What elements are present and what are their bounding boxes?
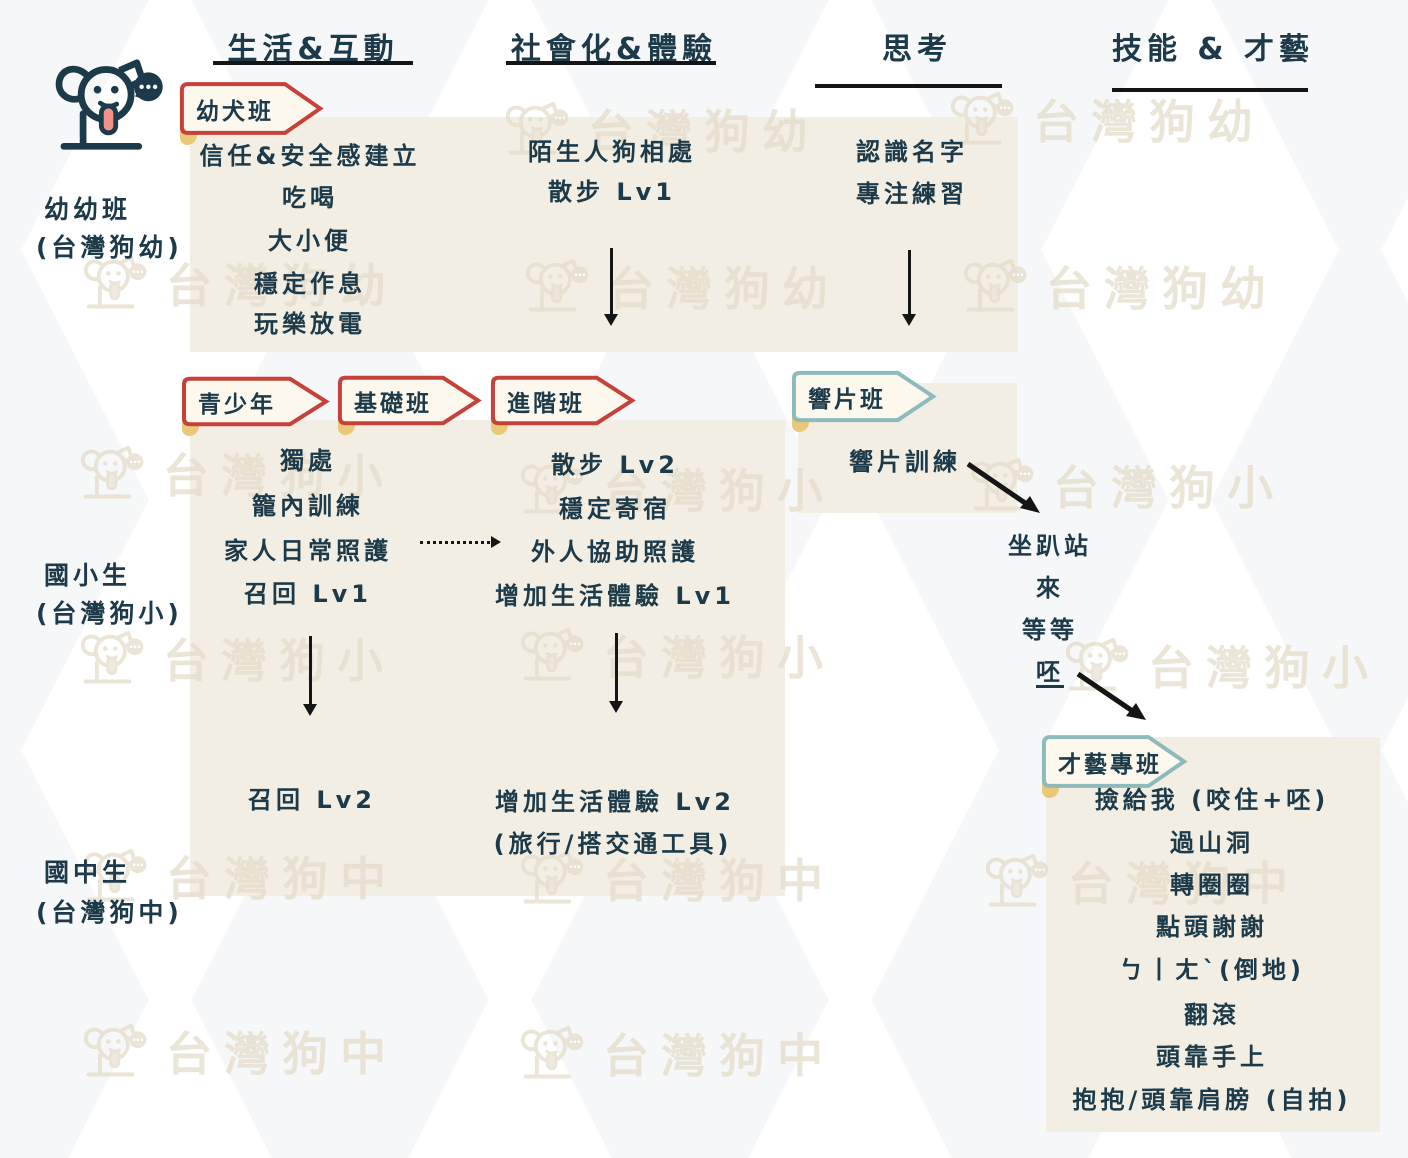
list-item: 坐趴站: [1008, 532, 1092, 560]
list-item: 翻滾: [1184, 1001, 1240, 1029]
list-item: 散步 Lv1: [548, 178, 676, 206]
puppy-class-box: [190, 117, 1018, 352]
list-item: 信任&安全感建立: [199, 142, 421, 170]
list-item: 召回 Lv2: [248, 786, 376, 814]
list-item: 抱抱/頭靠肩膀 (自拍): [1072, 1086, 1352, 1114]
list-item: 陌生人狗相處: [528, 138, 696, 166]
banner-talent-class: 才藝專班: [1040, 733, 1188, 798]
elementary-class-box: [190, 420, 785, 896]
list-item: 增加生活體驗 Lv2: [495, 788, 735, 816]
stage-alias-elementary: (台灣狗小): [36, 599, 183, 628]
arrow-diagonal: [1076, 671, 1146, 720]
list-item: 轉圈圈: [1170, 871, 1254, 899]
list-item: 呸: [1036, 658, 1064, 686]
stage-label-kindergarten: 幼幼班: [44, 195, 132, 224]
list-item: 點頭謝謝: [1156, 913, 1268, 941]
arrow-down: [303, 636, 317, 716]
dotted-arrow-right: [420, 536, 501, 548]
talent-class-box: [1046, 737, 1380, 1132]
header-underline: [213, 61, 413, 65]
list-item: 響片訓練: [849, 448, 961, 476]
arrow-down: [609, 633, 623, 713]
list-item: 大小便: [268, 227, 352, 255]
header-underline: [1112, 88, 1308, 92]
list-item: 過山洞: [1170, 829, 1254, 857]
stage-label-junior-high: 國中生: [44, 858, 132, 887]
list-item: 籠內訓練: [252, 492, 364, 520]
banner-clicker-class: 響片班: [790, 369, 937, 432]
header-underline: [506, 61, 716, 65]
banner-puppy-class: 幼犬班: [178, 80, 324, 145]
list-item: 頭靠手上: [1156, 1043, 1268, 1071]
list-item: 穩定作息: [254, 270, 366, 298]
list-item: 家人日常照護: [224, 537, 392, 565]
list-item-note: (旅行/搭交通工具): [493, 830, 733, 858]
list-item: 等等: [1022, 616, 1078, 644]
list-item: 來: [1036, 574, 1064, 602]
list-item: 外人協助照護: [531, 538, 699, 566]
list-item: 專注練習: [856, 180, 968, 208]
list-item: ㄅ丨ㄤˋ(倒地): [1119, 956, 1305, 984]
list-item: 獨處: [280, 447, 336, 475]
stage-alias-kindergarten: (台灣狗幼): [36, 233, 183, 262]
stage-alias-junior-high: (台灣狗中): [36, 898, 183, 927]
arrow-diagonal: [966, 461, 1040, 513]
list-item: 穩定寄宿: [559, 495, 671, 523]
list-item: 撿給我 (咬住+呸): [1094, 786, 1330, 814]
arrow-down: [604, 248, 618, 326]
list-item: 散步 Lv2: [551, 451, 679, 479]
list-item: 吃喝: [282, 184, 338, 212]
list-item: 召回 Lv1: [244, 580, 372, 608]
column-header-skill: 技能 & 才藝: [1111, 32, 1315, 67]
header-underline: [815, 84, 1002, 88]
list-item: 增加生活體驗 Lv1: [495, 582, 735, 610]
arrow-down: [902, 250, 916, 326]
dog-logo-icon: [45, 58, 173, 158]
list-item: 玩樂放電: [254, 310, 366, 338]
banner-basic-class: 基礎班: [336, 374, 482, 435]
column-header-thinking: 思考: [882, 32, 952, 67]
banner-teen: 青少年: [180, 375, 330, 436]
list-item: 認識名字: [856, 138, 968, 166]
banner-advanced-class: 進階班: [489, 374, 636, 435]
stage-label-elementary: 國小生: [44, 561, 132, 590]
